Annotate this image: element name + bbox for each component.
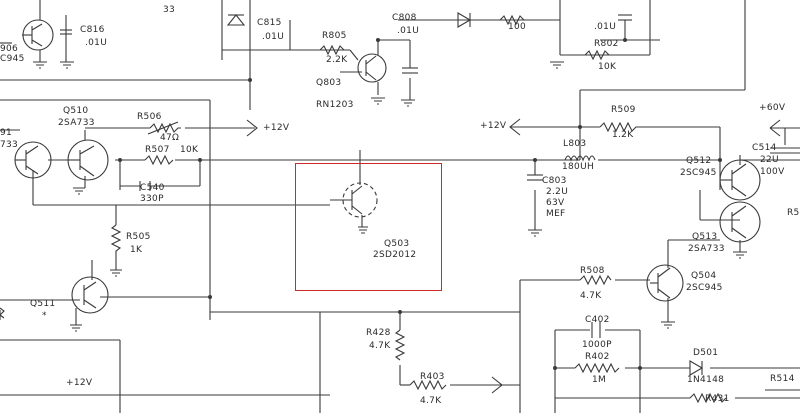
label-q504: Q504 <box>691 271 717 281</box>
label-q803-type: RN1203 <box>316 100 354 110</box>
label-q513: Q513 <box>692 232 718 242</box>
label-c816: C816 <box>80 25 105 35</box>
label-r403: R403 <box>420 372 445 382</box>
highlight-box <box>295 163 442 291</box>
label-r805-value: 2.2K <box>326 55 348 65</box>
label-c803-value-1: 2.2U <box>546 187 569 197</box>
resistor-r403 <box>409 379 447 391</box>
label-r505: R505 <box>126 232 151 242</box>
label-c540: C540 <box>140 183 165 193</box>
label-plus12v-a: +12V <box>263 123 290 133</box>
transistor-q511 <box>71 276 109 314</box>
label-q806-type: C945 <box>0 54 25 64</box>
resistor-r428 <box>394 329 406 361</box>
label-plus60v: +60V <box>759 103 786 113</box>
label-r5-part: R5 <box>787 208 800 218</box>
label-c514-value-1: 22U <box>760 155 779 165</box>
label-q503: Q503 <box>384 239 410 249</box>
label-r509-value: 1.2K <box>612 130 634 140</box>
label-d501: D501 <box>693 348 719 358</box>
diode-d501 <box>689 360 704 376</box>
label-c514: C514 <box>752 143 777 153</box>
label-r402: R402 <box>585 352 610 362</box>
label-c540-value: 330P <box>140 194 164 204</box>
label-r507-value: 10K <box>180 145 199 155</box>
label-d501-type: 1N4148 <box>687 375 725 385</box>
ground-symbols <box>33 61 747 329</box>
label-c402-value: 1000P <box>582 340 612 350</box>
label-l803: L803 <box>563 139 587 149</box>
label-r403-value: 4.7K <box>420 396 442 406</box>
label-r506: R506 <box>137 112 162 122</box>
label-c402: C402 <box>585 315 610 325</box>
transistor-q513 <box>719 201 761 243</box>
label-c816-value: .01U <box>85 38 108 48</box>
label-q501-type: 733 <box>0 140 19 150</box>
label-q503-type: 2SD2012 <box>373 250 417 260</box>
label-r509: R509 <box>611 105 636 115</box>
label-c-top-value: .01U <box>594 22 617 32</box>
label-r-top-100: 100 <box>508 22 527 32</box>
transistor-q504 <box>646 264 684 302</box>
transistor-q503 <box>342 182 378 218</box>
components <box>0 12 800 404</box>
diode-top <box>226 14 246 26</box>
resistor-r509 <box>599 121 640 133</box>
label-r-top-33: 33 <box>163 5 176 15</box>
label-plus12v-b: +12V <box>480 121 507 131</box>
label-r428-value: 4.7K <box>369 341 391 351</box>
label-q501-part: 91 <box>0 128 13 138</box>
label-r506-value: 47Ω <box>160 133 180 143</box>
label-r508-value: 4.7K <box>580 291 602 301</box>
resistor-r507 <box>144 154 174 166</box>
label-q803: Q803 <box>316 78 342 88</box>
label-q510-type: 2SA733 <box>58 118 95 128</box>
label-c803-value-3: MEF <box>546 209 566 219</box>
transistor-q803 <box>357 53 387 83</box>
label-q806-part: 906 <box>0 44 19 54</box>
label-plus12v-c: +12V <box>66 378 93 388</box>
label-r802-value: 10K <box>598 62 617 72</box>
resistor-r508 <box>579 274 612 286</box>
label-r402-value: 1M <box>592 375 607 385</box>
label-c514-value-2: 100V <box>760 167 785 177</box>
label-r505-value: 1K <box>130 245 143 255</box>
resistor-r802 <box>584 49 610 61</box>
resistor-r506 <box>149 122 181 134</box>
label-l803-value: 180UH <box>562 162 595 172</box>
label-q512-type: 2SC945 <box>680 168 717 178</box>
resistor-r805 <box>319 44 345 56</box>
label-r802: R802 <box>594 39 619 49</box>
label-r431: R431 <box>705 394 730 404</box>
label-q513-type: 2SA733 <box>688 244 725 254</box>
capacitor-c816 <box>60 29 72 35</box>
label-c815-value: .01U <box>262 32 285 42</box>
label-q510: Q510 <box>63 106 89 116</box>
resistor-r505 <box>110 224 122 255</box>
label-c808-value: .01U <box>397 26 420 36</box>
label-r508: R508 <box>580 266 605 276</box>
label-c803: C803 <box>542 176 567 186</box>
resistor-r402 <box>574 362 620 374</box>
label-q511-mark: * <box>42 311 47 321</box>
label-r805: R805 <box>322 31 347 41</box>
label-c808: C808 <box>392 13 417 23</box>
inductor-l803 <box>564 155 596 162</box>
label-r428: R428 <box>366 328 391 338</box>
label-c815: C815 <box>257 18 282 28</box>
label-r507: R507 <box>145 145 170 155</box>
label-c803-value-2: 63V <box>546 198 565 208</box>
label-q511: Q511 <box>30 299 56 309</box>
label-r514: R514 <box>770 374 795 384</box>
label-q504-type: 2SC945 <box>686 283 723 293</box>
label-q512: Q512 <box>686 156 712 166</box>
